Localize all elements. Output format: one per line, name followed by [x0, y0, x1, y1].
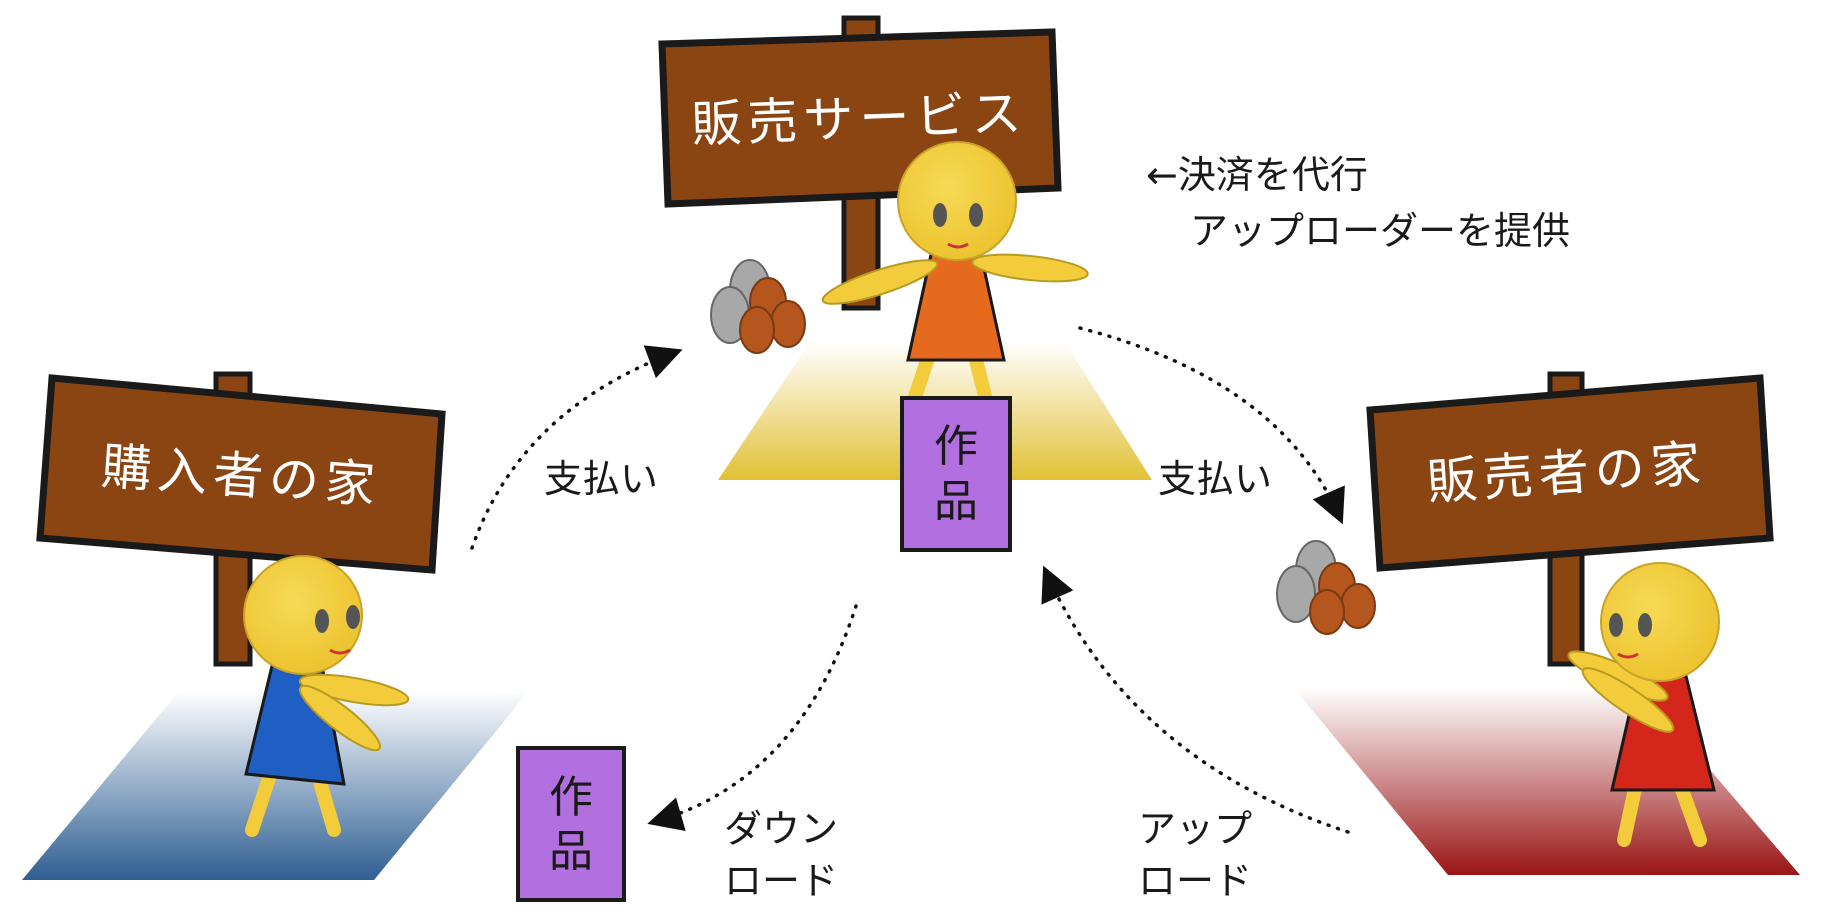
- download-arrow-service-to-buyer: [647, 604, 858, 832]
- upload-label-line2: ロード: [1138, 859, 1252, 903]
- person-eye: [1638, 613, 1652, 637]
- person-leg: [1673, 777, 1707, 847]
- download-label-line2: ロード: [724, 859, 838, 903]
- sales-service: 販売サービス 作 品: [658, 15, 1152, 552]
- seller-person: [1567, 562, 1720, 847]
- buyer-signboard: 購入者の家: [36, 371, 446, 667]
- work-label-line1: 作: [549, 772, 593, 823]
- flow-labels: 支払い 支払い ダウン ロード アップ ロード ←決済を代行 アップローダーを提…: [544, 153, 1570, 903]
- person-head: [897, 141, 1017, 261]
- person-head: [1600, 562, 1720, 682]
- person-mouth: [1617, 652, 1639, 659]
- person-arm: [298, 684, 382, 752]
- copper-coin: [770, 300, 806, 348]
- person-arm: [298, 673, 410, 707]
- flow-arrows: [470, 326, 1350, 834]
- service-note-line2: アップローダーを提供: [1190, 209, 1570, 253]
- upload-label-line1: アップ: [1138, 807, 1252, 851]
- copper-coin: [1340, 583, 1376, 629]
- work-box: [516, 746, 626, 902]
- person-eye: [315, 609, 329, 633]
- person-eye: [933, 203, 947, 227]
- seller-coins: [1276, 540, 1376, 635]
- payment-label-right: 支払い: [1158, 457, 1272, 501]
- service-coins: [710, 259, 806, 354]
- buyer-person: [243, 555, 410, 837]
- service-note-line1: ←決済を代行: [1146, 153, 1368, 197]
- service-person: [821, 141, 1089, 407]
- payment-arrow-service-to-seller: [1078, 326, 1345, 525]
- person-leg: [1617, 777, 1643, 847]
- upload-arrow-seller-to-service: [1041, 565, 1350, 834]
- sign-board: [1366, 374, 1774, 572]
- downloaded-work-box: 作 品: [516, 746, 626, 902]
- work-box: [900, 396, 1012, 552]
- person-arm: [971, 253, 1089, 283]
- person-eye: [969, 203, 983, 227]
- person-leg: [245, 768, 277, 837]
- person-mouth: [947, 242, 969, 249]
- seller-house: 販売者の家: [1276, 371, 1800, 875]
- buyer-floor: [22, 690, 528, 880]
- service-sign-label: 販売サービス: [690, 84, 1028, 154]
- seller-floor: [1294, 688, 1800, 875]
- copper-coin: [1309, 589, 1345, 635]
- service-work-box: 作 品: [900, 396, 1012, 552]
- person-eye: [346, 605, 360, 629]
- person-arm: [821, 259, 939, 305]
- copper-coin: [739, 306, 775, 354]
- person-mouth: [329, 648, 351, 655]
- person-eye: [1609, 613, 1623, 637]
- sign-board: [36, 374, 446, 574]
- work-label-line2: 品: [549, 826, 593, 877]
- download-label-line1: ダウン: [724, 807, 838, 851]
- person-arm: [1581, 667, 1675, 733]
- payment-label-left: 支払い: [544, 457, 658, 501]
- work-label-line2: 品: [934, 476, 978, 527]
- person-leg: [311, 768, 341, 837]
- work-label-line1: 作: [934, 421, 978, 472]
- payment-arrow-buyer-to-service: [470, 345, 683, 550]
- person-head: [243, 555, 363, 675]
- buyer-house: 購入者の家: [22, 371, 528, 880]
- silver-coin: [1276, 565, 1316, 623]
- seller-signboard: 販売者の家: [1366, 371, 1774, 667]
